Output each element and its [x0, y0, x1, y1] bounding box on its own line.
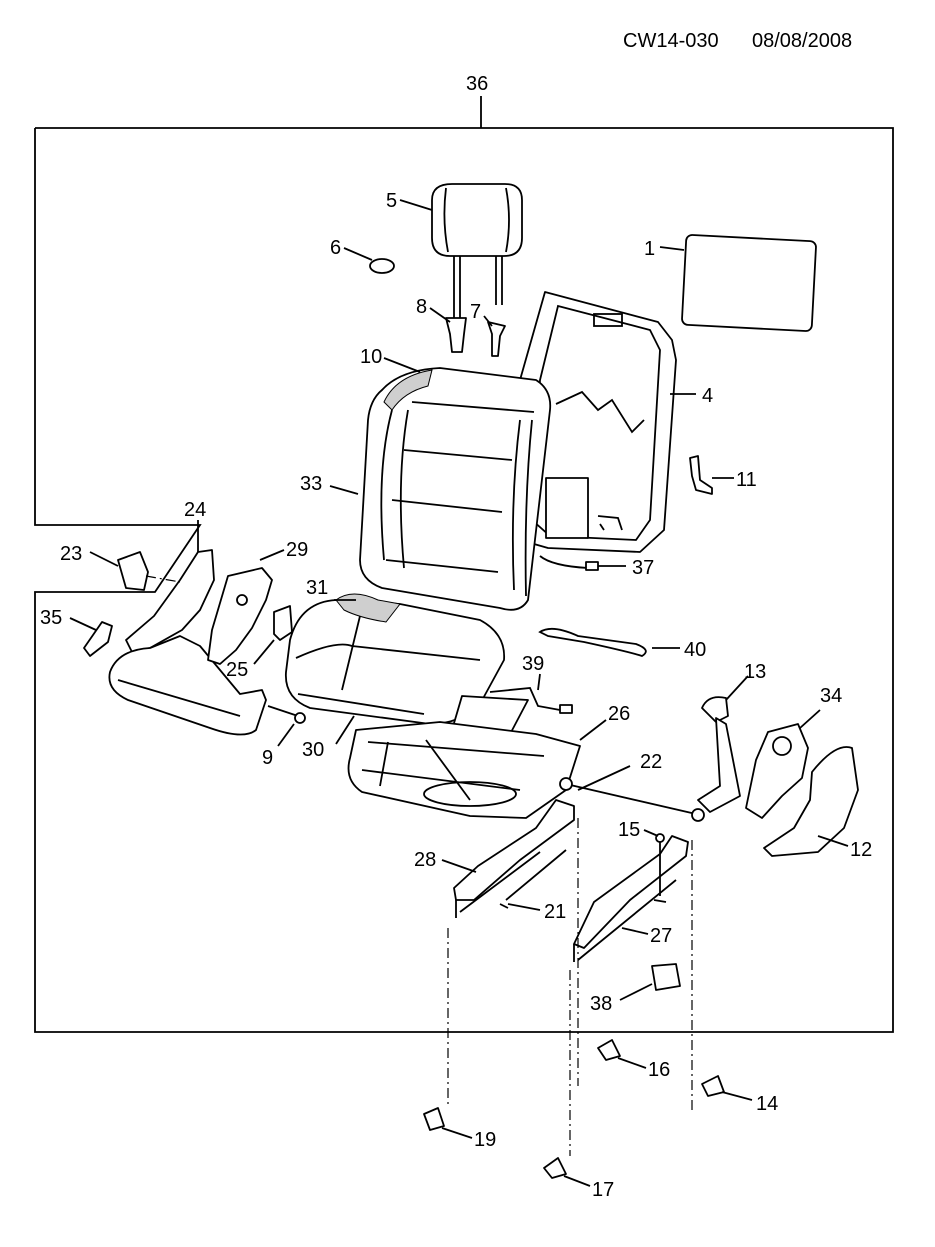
callout-1: 1 [644, 238, 655, 260]
part-9-screw [267, 705, 306, 724]
part-35-clip [83, 621, 113, 657]
part-13-lever [697, 696, 741, 813]
callout-14: 14 [756, 1093, 778, 1115]
part-7-headrest-guide [487, 321, 506, 357]
callout-15: 15 [618, 819, 640, 841]
part-26-seat-frame [347, 721, 581, 819]
callout-38: 38 [590, 993, 612, 1015]
callout-5: 5 [386, 190, 397, 212]
callout-8: 8 [416, 296, 427, 318]
callout-19: 19 [474, 1129, 496, 1151]
callout-40: 40 [684, 639, 706, 661]
part-12-side-trim [763, 746, 859, 857]
callout-4: 4 [702, 385, 713, 407]
part-37-connector [585, 561, 599, 571]
callout-21: 21 [544, 901, 566, 923]
callout-37: 37 [632, 557, 654, 579]
part-14-cap [701, 1075, 725, 1097]
part-37-wire [539, 555, 589, 569]
callout-17: 17 [592, 1179, 614, 1201]
part-40-cable [538, 627, 647, 657]
callout-10: 10 [360, 346, 382, 368]
callout-7: 7 [470, 301, 481, 323]
callout-34: 34 [820, 685, 842, 707]
part-15-bolt [655, 833, 665, 896]
callout-39: 39 [522, 653, 544, 675]
part-38-module [651, 963, 681, 991]
part-6-plug [369, 258, 395, 274]
callout-28: 28 [414, 849, 436, 871]
callout-22: 22 [640, 751, 662, 773]
part-34-recliner-cover [745, 723, 809, 819]
part-31-cushion-trim [335, 593, 401, 623]
leader-lines [69, 199, 849, 1187]
part-22-rod [559, 777, 705, 822]
part-5-headrest [431, 183, 523, 318]
part-17-cap [543, 1157, 567, 1179]
callout-27: 27 [650, 925, 672, 947]
part-11-bracket [689, 455, 713, 495]
callout-36: 36 [466, 73, 488, 95]
part-29-trim-cover [207, 567, 273, 665]
diagram-reference: CW14-030 [623, 30, 719, 52]
callout-29: 29 [286, 539, 308, 561]
part-8-headrest-guide [445, 317, 467, 353]
part-4-backrest-frame [509, 291, 677, 553]
callout-24: 24 [184, 499, 206, 521]
callout-23: 23 [60, 543, 82, 565]
part-30-seat-cushion [285, 593, 505, 725]
part-1-back-panel [681, 234, 817, 332]
callout-30: 30 [302, 739, 324, 761]
part-39-connector [559, 704, 573, 714]
callout-33: 33 [300, 473, 322, 495]
callout-26: 26 [608, 703, 630, 725]
callout-6: 6 [330, 237, 341, 259]
callout-13: 13 [744, 661, 766, 683]
part-24-side-shield [108, 549, 267, 736]
callout-35: 35 [40, 607, 62, 629]
callout-9: 9 [262, 747, 273, 769]
assembly-bracket-outline [34, 96, 894, 1033]
part-33-backrest-cushion [359, 367, 552, 611]
diagram-date: 08/08/2008 [752, 30, 852, 52]
part-25-bracket [273, 605, 293, 641]
part-21-wire [499, 849, 567, 909]
part-28-left-rail [453, 799, 575, 918]
part-23-clip [117, 551, 149, 591]
callout-11: 11 [736, 469, 757, 491]
part-39-wire [489, 687, 561, 711]
part-16-cap [597, 1039, 621, 1061]
part-19-cap [423, 1107, 445, 1131]
callout-31: 31 [306, 577, 328, 599]
callout-12: 12 [850, 839, 872, 861]
callout-16: 16 [648, 1059, 670, 1081]
callout-25: 25 [226, 659, 248, 681]
